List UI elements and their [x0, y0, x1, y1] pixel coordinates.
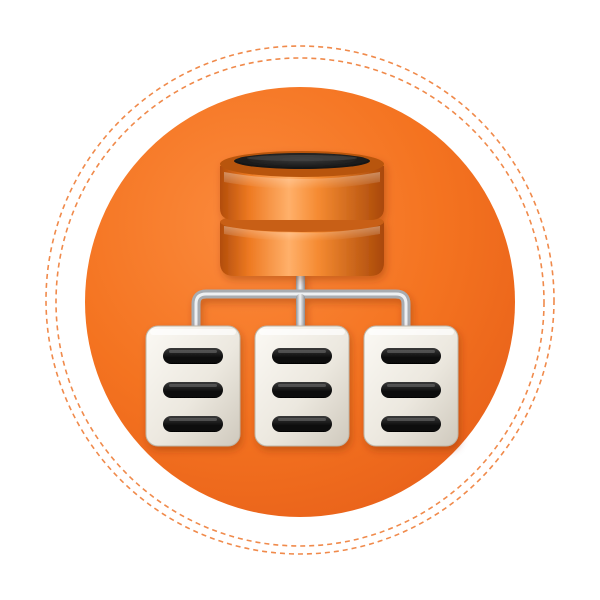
- database-icon: [220, 151, 384, 276]
- outer-dashed-ring: [45, 45, 555, 555]
- inner-dashed-ring: [55, 57, 545, 547]
- connection-pipes: [191, 272, 411, 330]
- server-unit-icon: [145, 325, 241, 447]
- server-unit-icon: [363, 325, 459, 447]
- server-unit-icon: [254, 325, 350, 447]
- server-group: [145, 325, 459, 447]
